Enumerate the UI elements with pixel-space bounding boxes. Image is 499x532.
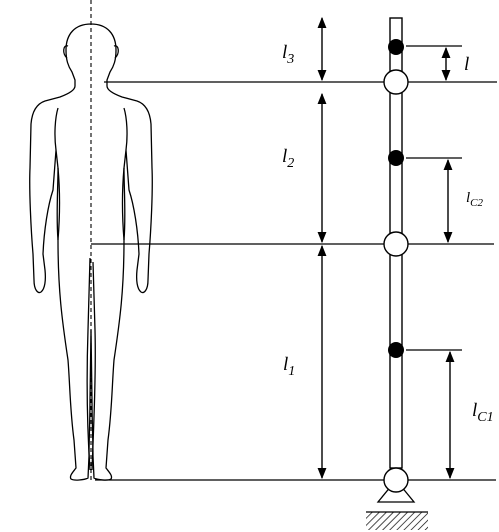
ankle-joint <box>383 467 409 493</box>
waist-line-right <box>121 167 125 241</box>
label-lc3: l <box>464 54 469 75</box>
label-lc2: lC2 <box>466 190 484 209</box>
label-lc1: lC1 <box>472 400 494 425</box>
com3-point <box>388 39 404 55</box>
label-l1: l1 <box>283 354 295 379</box>
inner-leg-seam-2 <box>91 261 96 471</box>
ground-hatch <box>366 512 428 530</box>
neck-joint <box>383 69 409 95</box>
arm-line-right <box>123 107 128 151</box>
com1-point <box>388 342 404 358</box>
com-distance-arrows <box>441 46 455 480</box>
com2-point <box>388 150 404 166</box>
arm-line-left <box>54 107 59 151</box>
label-l2: l2 <box>282 146 294 171</box>
ear-left <box>63 45 69 59</box>
joint-reference-lines <box>91 45 497 481</box>
ear-right <box>113 45 119 59</box>
hip-joint <box>383 231 409 257</box>
waist-line-left <box>57 167 61 241</box>
inner-leg-seam <box>86 257 91 471</box>
stick-model <box>366 17 428 530</box>
label-l3: l3 <box>282 42 294 67</box>
